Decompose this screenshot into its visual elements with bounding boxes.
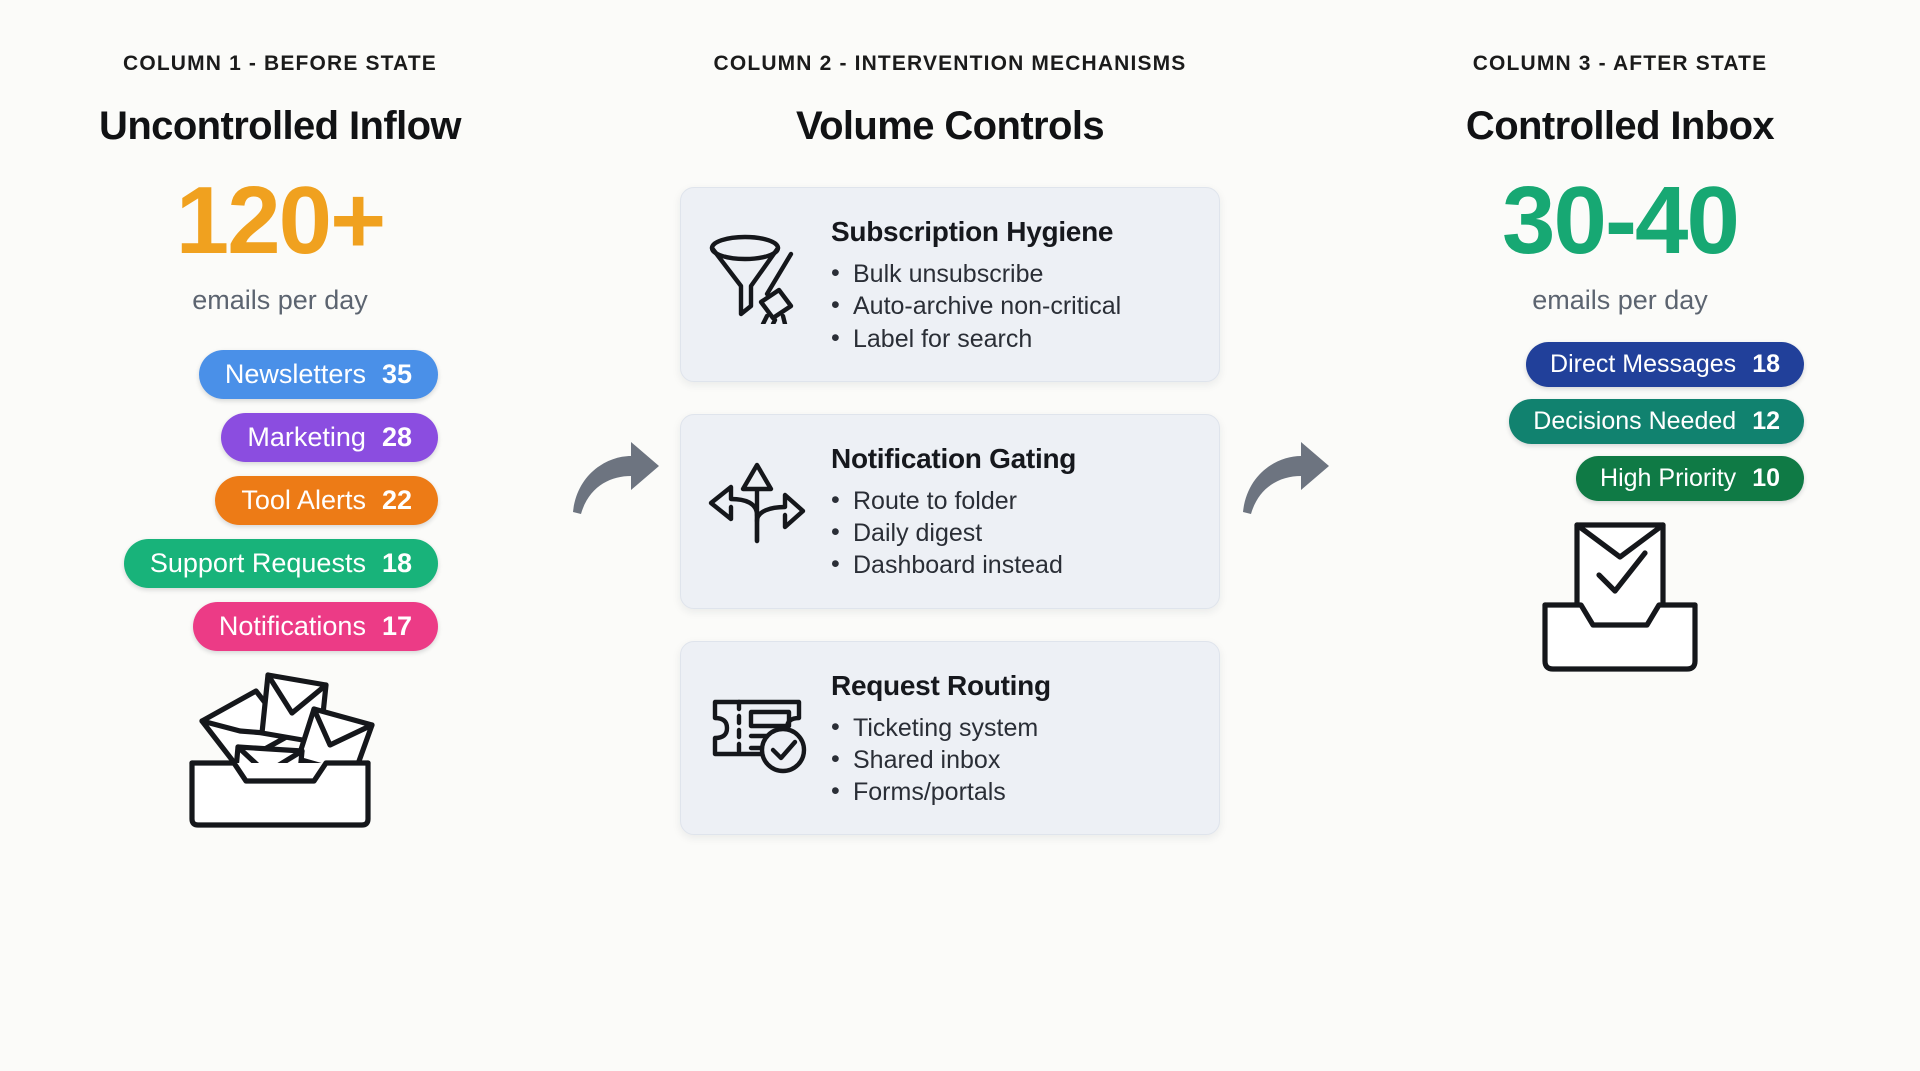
card-bullet: Shared inbox	[831, 743, 1193, 776]
card-bullet-list: Bulk unsubscribe Auto-archive non-critic…	[831, 257, 1193, 355]
column-intervention-mechanisms: COLUMN 2 - INTERVENTION MECHANISMS Volum…	[670, 0, 1230, 836]
card-bullet: Ticketing system	[831, 710, 1193, 744]
card-bullet: Forms/portals	[831, 775, 1193, 808]
card-title: Subscription Hygiene	[831, 216, 1114, 247]
mechanism-card-list: Subscription Hygiene Bulk unsubscribe Au…	[680, 187, 1220, 836]
pill-value: 35	[381, 359, 412, 389]
arrow-cell-1	[560, 0, 670, 1071]
card-bullet: Route to folder	[831, 484, 1193, 517]
card-bullet: Daily digest	[831, 516, 1193, 549]
pill-value: 17	[381, 611, 412, 641]
column-3-metric-sublabel: emails per day	[1532, 285, 1708, 315]
card-bullet: Auto-archive non-critical	[831, 289, 1193, 322]
column-1-kicker: COLUMN 1 - BEFORE STATE	[123, 52, 437, 75]
pill-label: Notifications	[218, 611, 366, 641]
pill-label: Support Requests	[149, 548, 366, 578]
pill-label: Tool Alerts	[241, 485, 366, 515]
column-3-metric: 30-40	[1502, 167, 1740, 274]
pill-value: 18	[381, 548, 412, 578]
pill-decisions-needed: Decisions Needed 12	[1509, 399, 1804, 444]
card-bullet: Dashboard instead	[831, 548, 1193, 581]
pill-direct-messages: Direct Messages 18	[1526, 342, 1804, 387]
card-request-routing: Request Routing Ticketing system Shared …	[680, 640, 1220, 836]
pill-value: 22	[381, 485, 412, 515]
column-after-state: COLUMN 3 - AFTER STATE Controlled Inbox …	[1340, 0, 1900, 725]
card-title: Notification Gating	[831, 442, 1077, 474]
pill-marketing: Marketing 28	[221, 413, 438, 462]
pill-label: Decisions Needed	[1533, 407, 1737, 435]
pill-newsletters: Newsletters 35	[198, 350, 438, 399]
card-subscription-hygiene: Subscription Hygiene Bulk unsubscribe Au…	[680, 187, 1220, 382]
controlled-category-pill-list: Direct Messages 18 Decisions Needed 12 H…	[1340, 342, 1900, 501]
pill-support-requests: Support Requests 18	[123, 539, 438, 588]
flow-arrow-left-to-middle	[567, 440, 663, 523]
column-3-kicker: COLUMN 3 - AFTER STATE	[1472, 52, 1768, 75]
curved-arrow-icon	[573, 442, 659, 514]
inbox-tray-check-icon	[1542, 522, 1698, 672]
pill-label: Direct Messages	[1550, 350, 1737, 378]
pill-value: 10	[1752, 464, 1780, 492]
column-1-metric: 120+	[175, 167, 386, 274]
pill-high-priority: High Priority 10	[1576, 456, 1804, 501]
pill-label: Marketing	[247, 422, 366, 452]
card-bullet: Bulk unsubscribe	[831, 257, 1193, 290]
funnel-broom-icon	[703, 214, 811, 324]
card-bullet: Label for search	[831, 321, 1193, 355]
column-3-title: Controlled Inbox	[1465, 104, 1775, 148]
messy-envelopes-illustration	[164, 651, 396, 875]
card-bullet-list: Route to folder Daily digest Dashboard i…	[831, 484, 1193, 582]
curved-arrow-icon	[1243, 442, 1329, 514]
pill-label: High Priority	[1600, 464, 1737, 492]
column-2-kicker: COLUMN 2 - INTERVENTION MECHANISMS	[713, 52, 1187, 75]
pill-tool-alerts: Tool Alerts 22	[215, 476, 438, 525]
pill-value: 12	[1752, 407, 1780, 435]
column-1-metric-sublabel: emails per day	[192, 285, 368, 315]
ticket-check-icon	[703, 668, 811, 774]
card-notification-gating: Notification Gating Route to folder Dail…	[680, 413, 1220, 609]
card-title: Request Routing	[831, 669, 1051, 701]
pill-label: Newsletters	[224, 359, 366, 389]
arrow-cell-2	[1230, 0, 1340, 1071]
column-2-title: Volume Controls	[795, 104, 1105, 148]
pill-value: 28	[381, 422, 412, 452]
pill-value: 18	[1752, 350, 1780, 378]
column-before-state: COLUMN 1 - BEFORE STATE Uncontrolled Inf…	[0, 0, 560, 875]
messy-envelopes-inbox-icon	[189, 672, 375, 828]
branching-arrows-icon	[703, 441, 811, 551]
flow-arrow-middle-to-right	[1237, 440, 1333, 523]
controlled-inbox-illustration	[1531, 501, 1709, 725]
pill-notifications: Notifications 17	[192, 602, 438, 651]
column-1-title: Uncontrolled Inflow	[99, 104, 462, 148]
card-bullet-list: Ticketing system Shared inbox Forms/port…	[831, 710, 1193, 809]
inflow-category-pill-list: Newsletters 35 Marketing 28 Tool Alerts …	[0, 350, 560, 651]
